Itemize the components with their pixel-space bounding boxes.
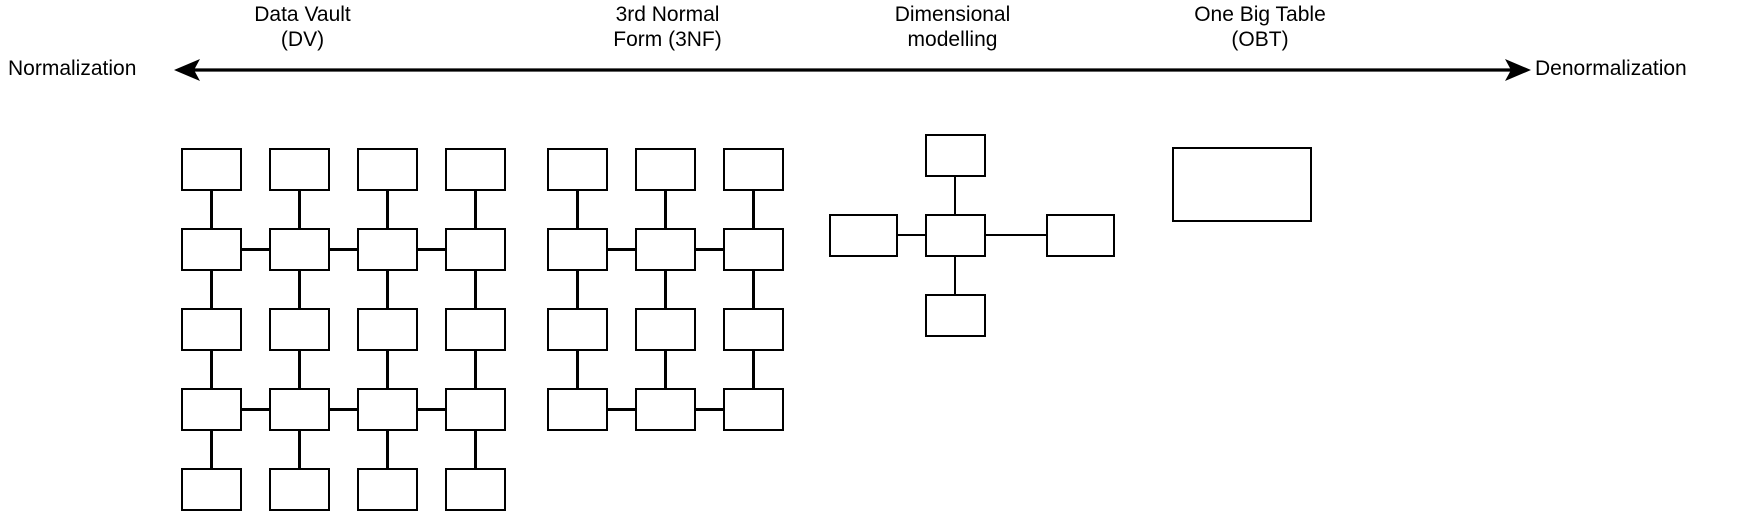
table-box-data-vault bbox=[445, 228, 506, 271]
connector-line-vertical bbox=[210, 271, 213, 308]
table-box-data-vault bbox=[269, 308, 330, 351]
connector-line-vertical bbox=[386, 191, 389, 228]
table-box-3nf bbox=[547, 388, 608, 431]
column-heading-data-vault: Data Vault (DV) bbox=[254, 3, 351, 51]
connector-line-vertical bbox=[298, 431, 301, 468]
connector-line-horizontal bbox=[330, 408, 357, 411]
table-box-data-vault bbox=[269, 148, 330, 191]
table-box-3nf bbox=[723, 228, 784, 271]
connector-line-vertical bbox=[752, 271, 755, 308]
connector-line-horizontal bbox=[897, 233, 925, 237]
connector-line-vertical bbox=[474, 431, 477, 468]
axis-right-label: Denormalization bbox=[1535, 57, 1687, 80]
column-heading-3nf: 3rd Normal Form (3NF) bbox=[613, 3, 722, 51]
table-box-data-vault bbox=[357, 388, 418, 431]
connector-line-vertical bbox=[752, 351, 755, 388]
table-box-data-vault bbox=[181, 308, 242, 351]
connector-line-vertical bbox=[664, 191, 667, 228]
connector-line-vertical bbox=[576, 351, 579, 388]
connector-line-horizontal bbox=[608, 248, 635, 251]
dimension-table-box bbox=[924, 293, 986, 337]
connector-line-horizontal bbox=[330, 248, 357, 251]
axis-left-label: Normalization bbox=[8, 57, 137, 80]
table-box-data-vault bbox=[445, 148, 506, 191]
column-heading-dimensional-modelling: Dimensional modelling bbox=[894, 3, 1011, 51]
connector-line-vertical bbox=[953, 176, 957, 214]
connector-line-horizontal bbox=[242, 408, 269, 411]
table-box-3nf bbox=[723, 148, 784, 191]
connector-line-vertical bbox=[474, 191, 477, 228]
table-box-3nf bbox=[635, 388, 696, 431]
table-box-data-vault bbox=[357, 308, 418, 351]
connector-line-horizontal bbox=[608, 408, 635, 411]
table-box-3nf bbox=[547, 148, 608, 191]
connector-line-vertical bbox=[474, 351, 477, 388]
connector-line-horizontal bbox=[696, 248, 723, 251]
fact-table-box bbox=[924, 213, 986, 257]
table-box-data-vault bbox=[357, 228, 418, 271]
table-box-3nf bbox=[635, 228, 696, 271]
table-box-data-vault bbox=[181, 388, 242, 431]
connector-line-vertical bbox=[210, 191, 213, 228]
table-box-data-vault bbox=[445, 388, 506, 431]
connector-line-vertical bbox=[664, 271, 667, 308]
dimension-table-box bbox=[924, 133, 986, 177]
connector-line-vertical bbox=[576, 191, 579, 228]
table-box-3nf bbox=[547, 228, 608, 271]
normalization-denormalization-arrow-icon bbox=[174, 59, 1531, 81]
table-box-data-vault bbox=[357, 148, 418, 191]
table-box-3nf bbox=[547, 308, 608, 351]
connector-line-vertical bbox=[386, 431, 389, 468]
table-box-data-vault bbox=[445, 468, 506, 511]
table-box-3nf bbox=[635, 308, 696, 351]
table-box-3nf bbox=[635, 148, 696, 191]
table-box-data-vault bbox=[445, 308, 506, 351]
connector-line-horizontal bbox=[696, 408, 723, 411]
one-big-table-box bbox=[1172, 147, 1312, 222]
connector-line-horizontal bbox=[418, 408, 445, 411]
connector-line-vertical bbox=[298, 191, 301, 228]
connector-line-horizontal bbox=[242, 248, 269, 251]
connector-line-vertical bbox=[752, 191, 755, 228]
connector-line-horizontal bbox=[985, 233, 1046, 237]
connector-line-vertical bbox=[576, 271, 579, 308]
connector-line-vertical bbox=[386, 351, 389, 388]
table-box-data-vault bbox=[269, 388, 330, 431]
table-box-3nf bbox=[723, 388, 784, 431]
table-box-data-vault bbox=[181, 228, 242, 271]
connector-line-vertical bbox=[386, 271, 389, 308]
dimension-table-box bbox=[1045, 213, 1115, 257]
table-box-data-vault bbox=[357, 468, 418, 511]
connector-line-vertical bbox=[210, 431, 213, 468]
connector-line-vertical bbox=[298, 271, 301, 308]
dimension-table-box bbox=[828, 213, 898, 257]
table-box-data-vault bbox=[181, 148, 242, 191]
table-box-3nf bbox=[723, 308, 784, 351]
table-box-data-vault bbox=[181, 468, 242, 511]
table-box-data-vault bbox=[269, 228, 330, 271]
connector-line-vertical bbox=[210, 351, 213, 388]
connector-line-vertical bbox=[298, 351, 301, 388]
table-box-data-vault bbox=[269, 468, 330, 511]
connector-line-vertical bbox=[664, 351, 667, 388]
connector-line-vertical bbox=[474, 271, 477, 308]
connector-line-horizontal bbox=[418, 248, 445, 251]
column-heading-one-big-table: One Big Table (OBT) bbox=[1194, 3, 1326, 51]
